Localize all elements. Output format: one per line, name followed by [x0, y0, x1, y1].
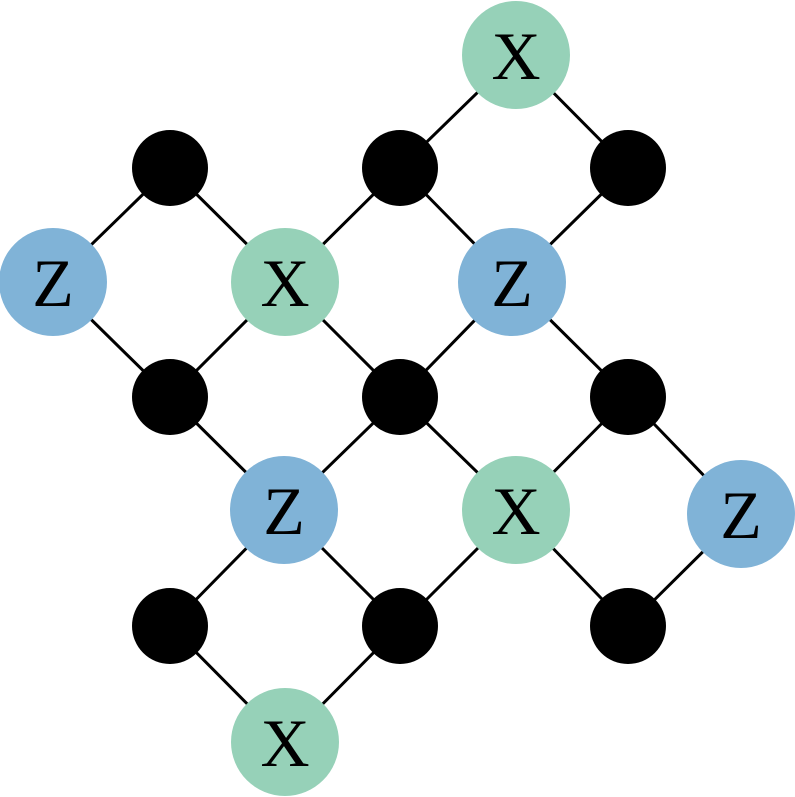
z-stabilizer: Z [0, 228, 107, 336]
data-qubit [362, 130, 438, 206]
x-stabilizer: X [231, 688, 339, 796]
data-qubit [362, 588, 438, 664]
x-stabilizer-label: X [260, 245, 309, 321]
data-qubits [132, 130, 666, 664]
z-stabilizer-label: Z [263, 473, 305, 549]
x-stabilizer-label: X [260, 705, 309, 781]
x-stabilizer-node [462, 1, 570, 109]
data-qubit [362, 359, 438, 435]
data-qubit [132, 588, 208, 664]
z-stabilizer: Z [687, 460, 795, 568]
z-stabilizer-label: Z [32, 245, 74, 321]
x-stabilizer: X [462, 456, 570, 564]
x-stabilizer-label: X [491, 18, 540, 94]
z-stabilizer-node [687, 460, 795, 568]
x-stabilizer-label: X [491, 473, 540, 549]
x-stabilizer-node [231, 228, 339, 336]
x-stabilizer: X [462, 1, 570, 109]
x-stabilizer-node [462, 456, 570, 564]
z-stabilizer-node [458, 228, 566, 336]
z-stabilizer-node [0, 228, 107, 336]
data-qubit [132, 359, 208, 435]
x-stabilizer: X [231, 228, 339, 336]
data-qubit [590, 359, 666, 435]
x-stabilizer-node [231, 688, 339, 796]
z-stabilizer: Z [230, 456, 338, 564]
z-stabilizer: Z [458, 228, 566, 336]
data-qubit [590, 588, 666, 664]
z-stabilizer-label: Z [720, 477, 762, 553]
data-qubit [132, 130, 208, 206]
z-stabilizer-node [230, 456, 338, 564]
z-stabilizer-label: Z [491, 245, 533, 321]
data-qubit [590, 130, 666, 206]
